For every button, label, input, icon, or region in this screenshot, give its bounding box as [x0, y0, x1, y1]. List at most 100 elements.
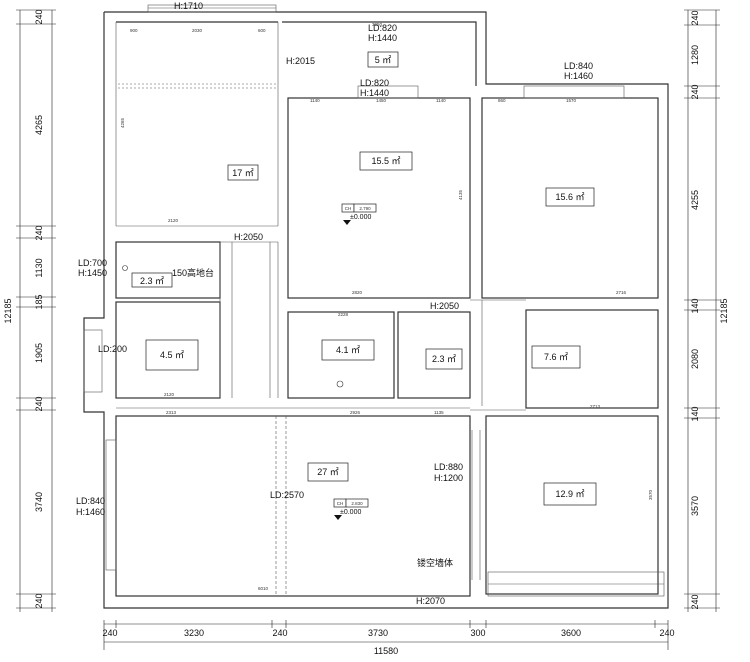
- dim-bottom-6: 3600: [561, 628, 581, 638]
- dim-right-6: 2080: [690, 349, 700, 369]
- opening-h1450: H:1450: [78, 268, 107, 278]
- level-marker-icon: [343, 220, 351, 225]
- inner-dim: 4265: [120, 117, 125, 128]
- inner-dim: 2313: [166, 410, 177, 415]
- room-7-6: 7.6 ㎡: [544, 352, 568, 362]
- room-4-1: 4.1 ㎡: [336, 345, 360, 355]
- inner-dim: 2120: [168, 218, 179, 223]
- opening-ld2570: LD:2570: [270, 490, 304, 500]
- opening-ld880: LD:880: [434, 462, 463, 472]
- opening-h2050-b: H:2050: [430, 301, 459, 311]
- dim-bottom-7: 240: [659, 628, 674, 638]
- inner-dim: 1570: [566, 98, 577, 103]
- inner-dim: 1135: [434, 410, 444, 415]
- opening-h1710: H:1710: [174, 1, 203, 11]
- opening-h1440-top: H:1440: [368, 33, 397, 43]
- dim-right-7: 140: [690, 406, 700, 421]
- level-marker-icon: [334, 515, 342, 520]
- room-4-5: 4.5 ㎡: [160, 350, 184, 360]
- dim-bottom-1: 240: [102, 628, 117, 638]
- inner-dim: 2713: [590, 404, 601, 409]
- room-17: 17 ㎡: [232, 168, 254, 178]
- dim-bottom-4: 3730: [368, 628, 388, 638]
- opening-labels: H:1710 LD:820 H:1440 H:2015 LD:820 H:144…: [76, 1, 593, 606]
- inner-dim: 2820: [352, 290, 363, 295]
- room-12-9: 12.9 ㎡: [555, 489, 584, 499]
- floor-drain-icon: [336, 380, 344, 388]
- ceiling-height-label-2: CH: [337, 501, 344, 506]
- inner-dim: 1140: [310, 98, 320, 103]
- dim-right-8: 3570: [690, 496, 700, 516]
- inner-dim: 2120: [164, 392, 175, 397]
- floor-level-2: ±0.000: [340, 509, 361, 516]
- opening-h2050-a: H:2050: [234, 232, 263, 242]
- inner-dim: 2228: [338, 312, 349, 317]
- note-hollow-wall: 镂空墙体: [417, 557, 453, 568]
- left-dimension-chain: 240 4265 240 1130 185 1905 240 3740 240 …: [3, 9, 56, 612]
- opening-h1460-tr: H:1460: [564, 71, 593, 81]
- ceiling-height-label-1: CH: [345, 206, 352, 211]
- inner-dim: 1140: [436, 98, 446, 103]
- dim-right-4: 4255: [690, 190, 700, 210]
- dim-right-5: 140: [690, 298, 700, 313]
- dim-left-4: 1130: [34, 258, 44, 277]
- inner-dimensions: 900 2030 600 3950 1140 1450 1140 860 157…: [120, 22, 653, 591]
- inner-dim: 6010: [258, 586, 269, 591]
- opening-h1440-mid: H:1440: [360, 88, 389, 98]
- dim-left-8: 3740: [34, 492, 44, 512]
- inner-dim: 2716: [616, 290, 627, 295]
- opening-h1200: H:1200: [434, 473, 463, 483]
- dim-bottom-overall: 11580: [374, 646, 398, 656]
- room-5: 5 ㎡: [375, 55, 392, 65]
- inner-dim: 3570: [648, 489, 653, 500]
- dim-left-2: 4265: [34, 115, 44, 135]
- room-2-3b: 2.3 ㎡: [432, 354, 456, 364]
- floor-drain-icon: [122, 265, 128, 271]
- dim-left-overall: 12185: [3, 298, 13, 323]
- room-2-3a: 2.3 ㎡: [140, 276, 164, 286]
- ceiling-height-value-1: 2.790: [359, 206, 371, 211]
- dim-left-1: 240: [34, 9, 44, 24]
- dim-bottom-5: 300: [470, 628, 485, 638]
- opening-ld840-tr: LD:840: [564, 61, 593, 71]
- dim-right-9: 240: [690, 594, 700, 609]
- inner-dim: 600: [258, 28, 266, 33]
- dim-left-9: 240: [34, 593, 44, 608]
- opening-ld820-mid: LD:820: [360, 78, 389, 88]
- dim-bottom-2: 3230: [184, 628, 204, 638]
- dim-right-3: 240: [690, 84, 700, 99]
- opening-ld820-top: LD:820: [368, 23, 397, 33]
- room-15-5: 15.5 ㎡: [371, 156, 400, 166]
- room-27: 27 ㎡: [317, 467, 339, 477]
- dim-left-5: 185: [34, 294, 44, 309]
- room-areas: 5 ㎡ 17 ㎡ 15.5 ㎡ 15.6 ㎡ 2.3 ㎡ 4.5 ㎡ 4.1 ㎡…: [131, 51, 597, 506]
- note-raised-platform: 150高地台: [172, 267, 214, 278]
- inner-dim: 1450: [376, 98, 387, 103]
- dim-right-1: 240: [690, 10, 700, 25]
- dim-bottom-3: 240: [272, 628, 287, 638]
- floor-level-1: ±0.000: [350, 214, 371, 221]
- inner-dim: 4135: [458, 189, 463, 200]
- opening-ld200: LD:200: [98, 344, 127, 354]
- right-dimension-chain: 240 1280 240 4255 140 2080 140 3570 240 …: [684, 9, 729, 612]
- opening-h1460-l: H:1460: [76, 507, 105, 517]
- dim-left-7: 240: [34, 396, 44, 411]
- inner-dim: 2926: [350, 410, 361, 415]
- inner-dim: 900: [130, 28, 138, 33]
- opening-ld700: LD:700: [78, 258, 107, 268]
- opening-h2015: H:2015: [286, 56, 315, 66]
- dim-right-2: 1280: [690, 45, 700, 65]
- outer-walls: [83, 4, 669, 609]
- bottom-dimension-chain: 240 3230 240 3730 300 3600 240 11580: [102, 620, 675, 656]
- opening-ld840-l: LD:840: [76, 496, 105, 506]
- dim-left-6: 1905: [34, 343, 44, 363]
- ceiling-height-value-2: 2.830: [351, 501, 363, 506]
- dim-left-3: 240: [34, 225, 44, 240]
- dim-right-overall: 12185: [719, 298, 729, 323]
- notes: 150高地台 镂空墙体 CH 2.790 ±0.000 CH 2.830 ±0.…: [122, 203, 453, 568]
- inner-dim: 3950: [372, 22, 383, 27]
- inner-dim: 2030: [192, 28, 203, 33]
- opening-h2070: H:2070: [416, 596, 445, 606]
- room-15-6: 15.6 ㎡: [555, 192, 584, 202]
